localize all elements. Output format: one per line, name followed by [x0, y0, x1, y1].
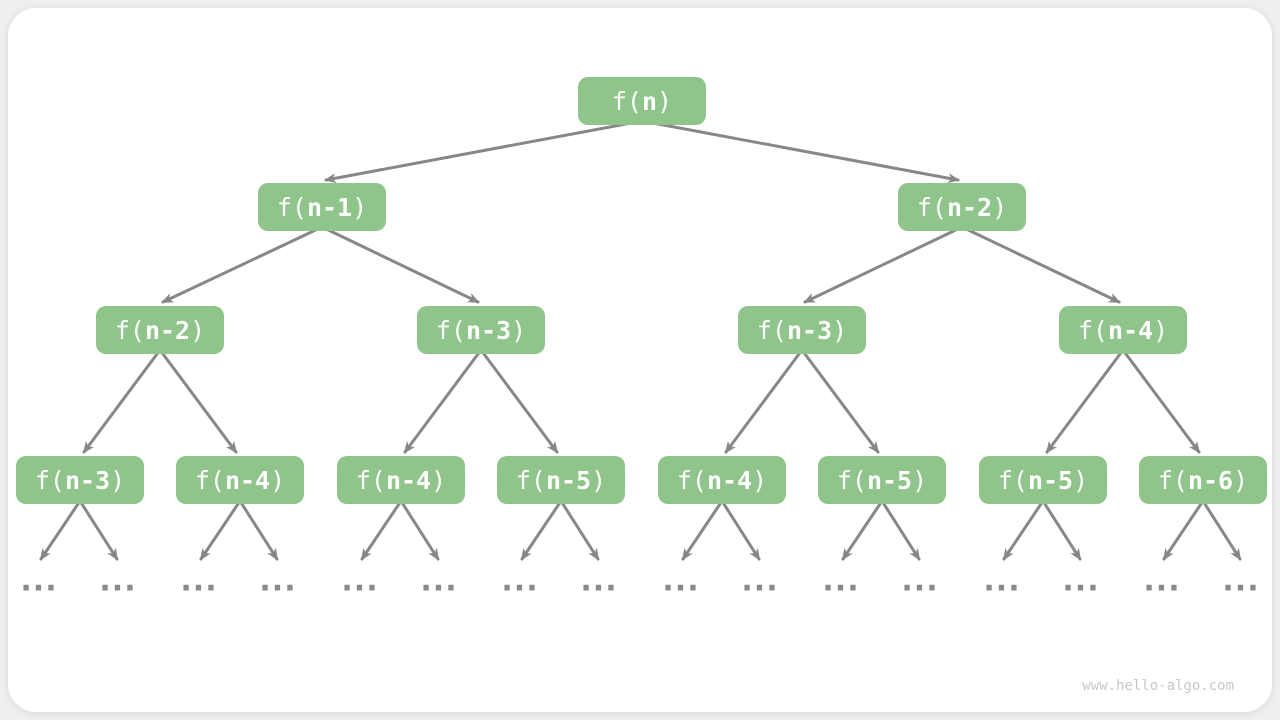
node-label-post: ): [1073, 465, 1089, 495]
ellipsis: ...: [901, 563, 939, 599]
node-label-arg: n-5: [545, 465, 592, 495]
node-label-pre: f(: [1157, 465, 1188, 495]
tree-node: f(n-3): [16, 456, 144, 504]
ellipsis: ...: [1222, 563, 1260, 599]
node-label-pre: f(: [34, 465, 65, 495]
node-label-pre: f(: [1077, 315, 1108, 345]
node-label-post: ): [270, 465, 286, 495]
tree-node: f(n-4): [658, 456, 786, 504]
ellipsis: ...: [420, 563, 458, 599]
ellipsis: ...: [983, 563, 1021, 599]
watermark: www.hello-algo.com: [1082, 678, 1234, 694]
tree-node-root: f(n): [578, 77, 706, 125]
tree-node: f(n-6): [1139, 456, 1267, 504]
tree-node: f(n-2): [898, 183, 1026, 231]
node-label-post: ): [352, 192, 368, 222]
node-label-pre: f(: [916, 192, 947, 222]
node-label-post: ): [110, 465, 126, 495]
node-label-arg: n-1: [306, 192, 353, 222]
node-label-post: ): [657, 86, 673, 116]
node-label-pre: f(: [836, 465, 867, 495]
node-label-arg: n-4: [385, 465, 432, 495]
ellipsis: ...: [180, 563, 218, 599]
tree-node: f(n-4): [337, 456, 465, 504]
ellipsis: ...: [341, 563, 379, 599]
ellipsis: ...: [741, 563, 779, 599]
ellipsis: ...: [501, 563, 539, 599]
ellipsis: ...: [259, 563, 297, 599]
node-label-post: ): [912, 465, 928, 495]
tree-node: f(n-1): [258, 183, 386, 231]
node-label-pre: f(: [756, 315, 787, 345]
tree-node: f(n-4): [1059, 306, 1187, 354]
tree-node: f(n-5): [979, 456, 1107, 504]
tree-node: f(n-5): [497, 456, 625, 504]
node-label-post: ): [992, 192, 1008, 222]
node-label-arg: n-2: [946, 192, 993, 222]
node-label-arg: n-4: [1107, 315, 1154, 345]
tree-node: f(n-2): [96, 306, 224, 354]
node-label-post: ): [431, 465, 447, 495]
node-label-pre: f(: [355, 465, 386, 495]
node-label-arg: n-2: [144, 315, 191, 345]
node-label-pre: f(: [435, 315, 466, 345]
node-label-arg: n-6: [1187, 465, 1234, 495]
tree-node: f(n-5): [818, 456, 946, 504]
node-label-arg: n-3: [64, 465, 111, 495]
node-label-post: ): [752, 465, 768, 495]
ellipsis: ...: [99, 563, 137, 599]
ellipsis: ...: [1143, 563, 1181, 599]
node-label-pre: f(: [276, 192, 307, 222]
node-label-post: ): [832, 315, 848, 345]
node-label-arg: n-5: [866, 465, 913, 495]
node-label-arg: n-4: [224, 465, 271, 495]
node-label-pre: f(: [676, 465, 707, 495]
ellipsis: ...: [662, 563, 700, 599]
ellipsis: ...: [822, 563, 860, 599]
ellipsis: ...: [580, 563, 618, 599]
node-label-post: ): [591, 465, 607, 495]
node-label-pre: f(: [194, 465, 225, 495]
node-label-arg: n-4: [706, 465, 753, 495]
ellipsis: ...: [20, 563, 58, 599]
node-label-arg: n-5: [1027, 465, 1074, 495]
node-label-pre: f(: [611, 86, 642, 116]
node-label-arg: n-3: [786, 315, 833, 345]
node-label-post: ): [190, 315, 206, 345]
node-label-pre: f(: [114, 315, 145, 345]
node-label-arg: n: [641, 86, 658, 116]
node-label-post: ): [1153, 315, 1169, 345]
tree-node: f(n-3): [738, 306, 866, 354]
ellipsis: ...: [1062, 563, 1100, 599]
node-label-pre: f(: [997, 465, 1028, 495]
tree-node: f(n-3): [417, 306, 545, 354]
node-label-post: ): [1233, 465, 1249, 495]
tree-node: f(n-4): [176, 456, 304, 504]
node-label-arg: n-3: [465, 315, 512, 345]
node-label-pre: f(: [515, 465, 546, 495]
node-label-post: ): [511, 315, 527, 345]
